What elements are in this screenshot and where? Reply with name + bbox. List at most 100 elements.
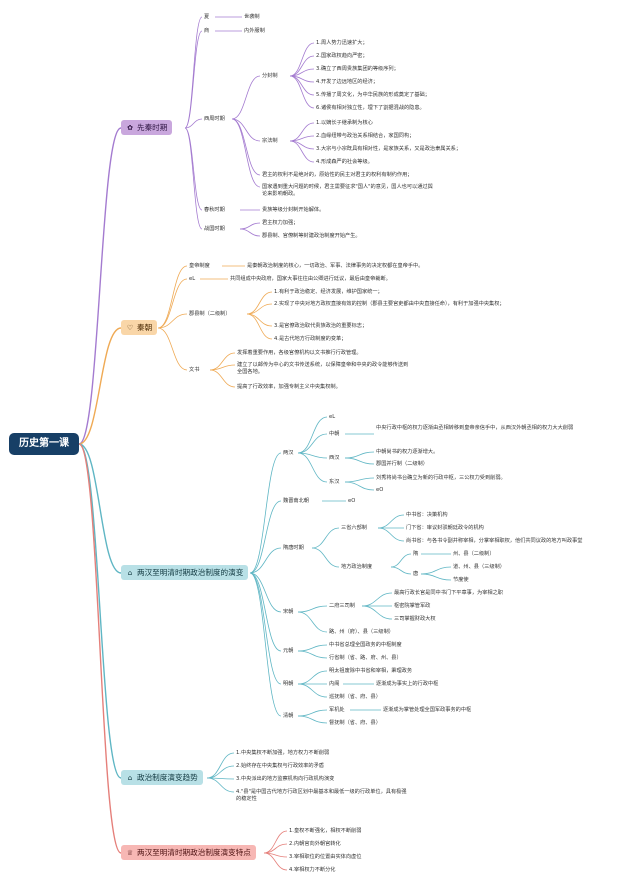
feature-item[interactable]: 2.内朝官向外朝官转化 <box>289 841 341 847</box>
node-western-han[interactable]: 西汉 <box>329 455 340 461</box>
eastern-han-item[interactable]: 刘秀将尚书台确立为新的行政中枢，三公权力受到削弱。 <box>376 475 506 481</box>
section-qin[interactable]: ♡秦朝 <box>121 320 158 335</box>
node-sui[interactable]: 隋 <box>413 551 419 557</box>
documents-item[interactable]: 建立了以邮传为中心的文书传送系统，以保障皇帝和中央的政令能够传送到全国各地。 <box>237 362 409 375</box>
western-han-item[interactable]: 郡国并行制（二级制） <box>376 461 428 467</box>
warring-states-item[interactable]: 君主权力加强； <box>262 220 299 226</box>
section-han-to-qing[interactable]: ⌂两汉至明清时期政治制度的演变 <box>121 565 249 580</box>
trend-item[interactable]: 1.中央集权不断加强，地方权力不断削弱 <box>236 750 330 756</box>
node-shang[interactable]: 商 <box>204 28 210 34</box>
junxian-item[interactable]: 2.实现了中央对地方政权直接有效的控制（郡县主要官吏都由中央直接任命），有利于加… <box>274 301 505 307</box>
section-pre-qin[interactable]: ✿先秦时期 <box>121 120 173 135</box>
node-xia-value[interactable]: 世袭制 <box>244 14 260 20</box>
trend-item[interactable]: 4."县"是中国古代地方行政区划中最基本和最低一级的行政单位，具有极强的稳定性 <box>236 789 407 802</box>
node-qin-el[interactable]: eL <box>189 276 196 282</box>
connector <box>246 313 273 327</box>
node-han-el[interactable]: eL <box>329 414 336 420</box>
trend-item[interactable]: 3.中央派出的地方监察机构向行政机构演变 <box>236 776 335 782</box>
node-local-system[interactable]: 地方政治制度 <box>341 564 373 570</box>
trend-item[interactable]: 2.始终存在中央集权与行政效率的矛盾 <box>236 763 324 769</box>
junxian-item[interactable]: 1.有利于政治稳定、经济发展，维护国家统一； <box>274 289 383 295</box>
node-wei-jin[interactable]: 魏晋南北朝 <box>283 498 309 504</box>
section-trends[interactable]: ⌂政治制度演变趋势 <box>121 770 203 785</box>
node-warring-states[interactable]: 战国时期 <box>204 226 225 232</box>
connector <box>206 765 235 779</box>
three-departments-item[interactable]: 中书省：决策机构 <box>406 512 448 518</box>
node-inner-court[interactable]: 中朝 <box>329 431 340 437</box>
spring-autumn-value[interactable]: 贵族等级分封制开始解体。 <box>262 207 325 213</box>
node-tang[interactable]: 唐 <box>413 571 419 577</box>
connector <box>231 118 261 188</box>
qing-item[interactable]: 督抚制（省、府、县） <box>329 720 381 726</box>
eastern-han-item[interactable]: eO <box>376 487 384 493</box>
connector <box>246 313 273 340</box>
fenfeng-item[interactable]: 5.传播了周文化，为中华民族的形成奠定了基础； <box>316 92 430 98</box>
song-item[interactable]: 枢密院掌管军政 <box>394 603 431 609</box>
grand-council-value[interactable]: 逐渐成为掌管处理全国军政事务的中枢 <box>383 707 472 713</box>
node-shang-value[interactable]: 内外服制 <box>244 28 265 34</box>
node-grand-council[interactable]: 军机处 <box>329 707 345 713</box>
yuan-item[interactable]: 中书省总理全国政务的中枢制度 <box>329 642 402 648</box>
connector <box>361 592 393 607</box>
connector <box>263 843 288 854</box>
ming-item[interactable]: 巡抚制（省、府、县） <box>329 694 381 700</box>
fenfeng-item[interactable]: 4.开发了边远地区的经济； <box>316 79 379 85</box>
western-han-item[interactable]: 中朝尚书的权力逐渐增大。 <box>376 449 439 455</box>
node-fenfeng[interactable]: 分封制 <box>262 73 278 79</box>
fenfeng-item[interactable]: 2.国家政权趋向严密； <box>316 53 368 59</box>
tang-item[interactable]: 道、州、县（三级制） <box>453 564 505 570</box>
node-qing[interactable]: 清朝 <box>283 713 294 719</box>
ming-item[interactable]: 明太祖废除中书省和宰相，秉理政务 <box>329 668 413 674</box>
node-sui-tang[interactable]: 隋唐时期 <box>283 545 304 551</box>
node-western-zhou[interactable]: 西周时期 <box>204 116 225 122</box>
node-spring-autumn[interactable]: 春秋时期 <box>204 207 225 213</box>
inner-court-value[interactable]: 中央行政中枢的权力逐渐由丞相转移到皇帝亲信手中，从西汉外朝丞相的权力大大削弱 <box>376 425 574 431</box>
zongfa-item[interactable]: 1.以嫡长子继承制为核心 <box>316 120 373 126</box>
fenfeng-item[interactable]: 6.诸侯有相对独立性，埋下了割据混战的隐患。 <box>316 105 425 111</box>
junxian-item[interactable]: 3.是官僚政治取代贵族政治的重要标志； <box>274 323 368 329</box>
fenfeng-item[interactable]: 3.确立了西周贵族集团的等级序列； <box>316 66 399 72</box>
root-topic[interactable]: 历史第一课 <box>9 433 79 455</box>
tang-item[interactable]: 节度使 <box>453 577 469 583</box>
feature-item[interactable]: 1.皇权不断强化，相权不断削弱 <box>289 828 362 834</box>
node-song[interactable]: 宋朝 <box>283 609 294 615</box>
three-departments-item[interactable]: 尚书省：与各书令副并称宰相，分掌宰相职权，他们共同议政的地方叫政事堂 <box>406 538 583 544</box>
grand-secretariat-value[interactable]: 逐渐成为事实上的行政中枢 <box>376 681 439 687</box>
connector <box>263 852 288 871</box>
three-departments-item[interactable]: 门下省：审议封驳朝廷政令的机构 <box>406 525 484 531</box>
documents-item[interactable]: 发挥着重要作用，各级官僚机构以文书推行行政管理。 <box>237 350 362 356</box>
node-eastern-han[interactable]: 东汉 <box>329 479 340 485</box>
node-three-departments[interactable]: 三省六部制 <box>341 525 367 531</box>
connector <box>249 547 282 574</box>
sui-value[interactable]: 州、县（二级制） <box>453 551 495 557</box>
node-yuan[interactable]: 元朝 <box>283 648 294 654</box>
central-government-value[interactable]: 共同组成中央政府，国家大事往往由公卿进行廷议，最后由皇帝裁断。 <box>230 276 391 282</box>
zongfa-item[interactable]: 3.大宗与小宗既具有相对性，是家族关系，又是政治隶属关系； <box>316 146 462 152</box>
wei-jin-value[interactable]: eO <box>348 498 356 504</box>
song-item[interactable]: 最高行政长官是同中书门下平章事，为宰相之职 <box>394 590 503 596</box>
song-item[interactable]: 三司掌握财政大权 <box>394 616 436 622</box>
western-zhou-note[interactable]: 国家遇到重大问题的时候，君主需要征求"国人"的意见，国人也可以通过舆论来影响朝政… <box>262 184 433 197</box>
section-features[interactable]: ♕两汉至明清时期政治制度演变特点 <box>121 845 256 860</box>
warring-states-item[interactable]: 郡县制、官僚制等封建政治制度开始产生。 <box>262 233 361 239</box>
documents-item[interactable]: 提高了行政效率，加强专制主义中央集权制。 <box>237 384 341 390</box>
node-ming[interactable]: 明朝 <box>283 681 294 687</box>
node-junxian[interactable]: 郡县制（二级制） <box>189 311 231 317</box>
node-grand-secretariat[interactable]: 内阁 <box>329 681 340 687</box>
fenfeng-item[interactable]: 1.周人势力迅速扩大； <box>316 40 368 46</box>
node-two-han[interactable]: 两汉 <box>283 450 294 456</box>
yuan-item[interactable]: 行省制（省、路、府、州、县） <box>329 655 402 661</box>
node-emperor-system[interactable]: 皇帝制度 <box>189 263 210 269</box>
emperor-system-value[interactable]: 是秦朝政治制度的核心，一切政治、军事、法律事务的决定权都在皇帝手中。 <box>247 263 424 269</box>
node-two-fu-three-si[interactable]: 二府三司制 <box>329 603 355 609</box>
western-zhou-note[interactable]: 君主的权利不是绝对的，原始性的民主对君主的权利有制约作用； <box>262 172 413 178</box>
zongfa-item[interactable]: 2.血缘纽带与政治关系相结合，家国同构； <box>316 133 415 139</box>
node-zongfa[interactable]: 宗法制 <box>262 138 278 144</box>
node-documents[interactable]: 文书 <box>189 367 200 373</box>
junxian-item[interactable]: 4.是古代地方行政制度的变革； <box>274 336 347 342</box>
feature-item[interactable]: 4.宰相权力不断分化 <box>289 867 336 873</box>
song-local[interactable]: 路、州（府）、县（三级制） <box>329 629 394 635</box>
feature-item[interactable]: 3.宰相职位的位置由实体向虚位 <box>289 854 362 860</box>
zongfa-item[interactable]: 4.形成森严的社会等级。 <box>316 159 373 165</box>
node-xia[interactable]: 夏 <box>204 14 210 20</box>
